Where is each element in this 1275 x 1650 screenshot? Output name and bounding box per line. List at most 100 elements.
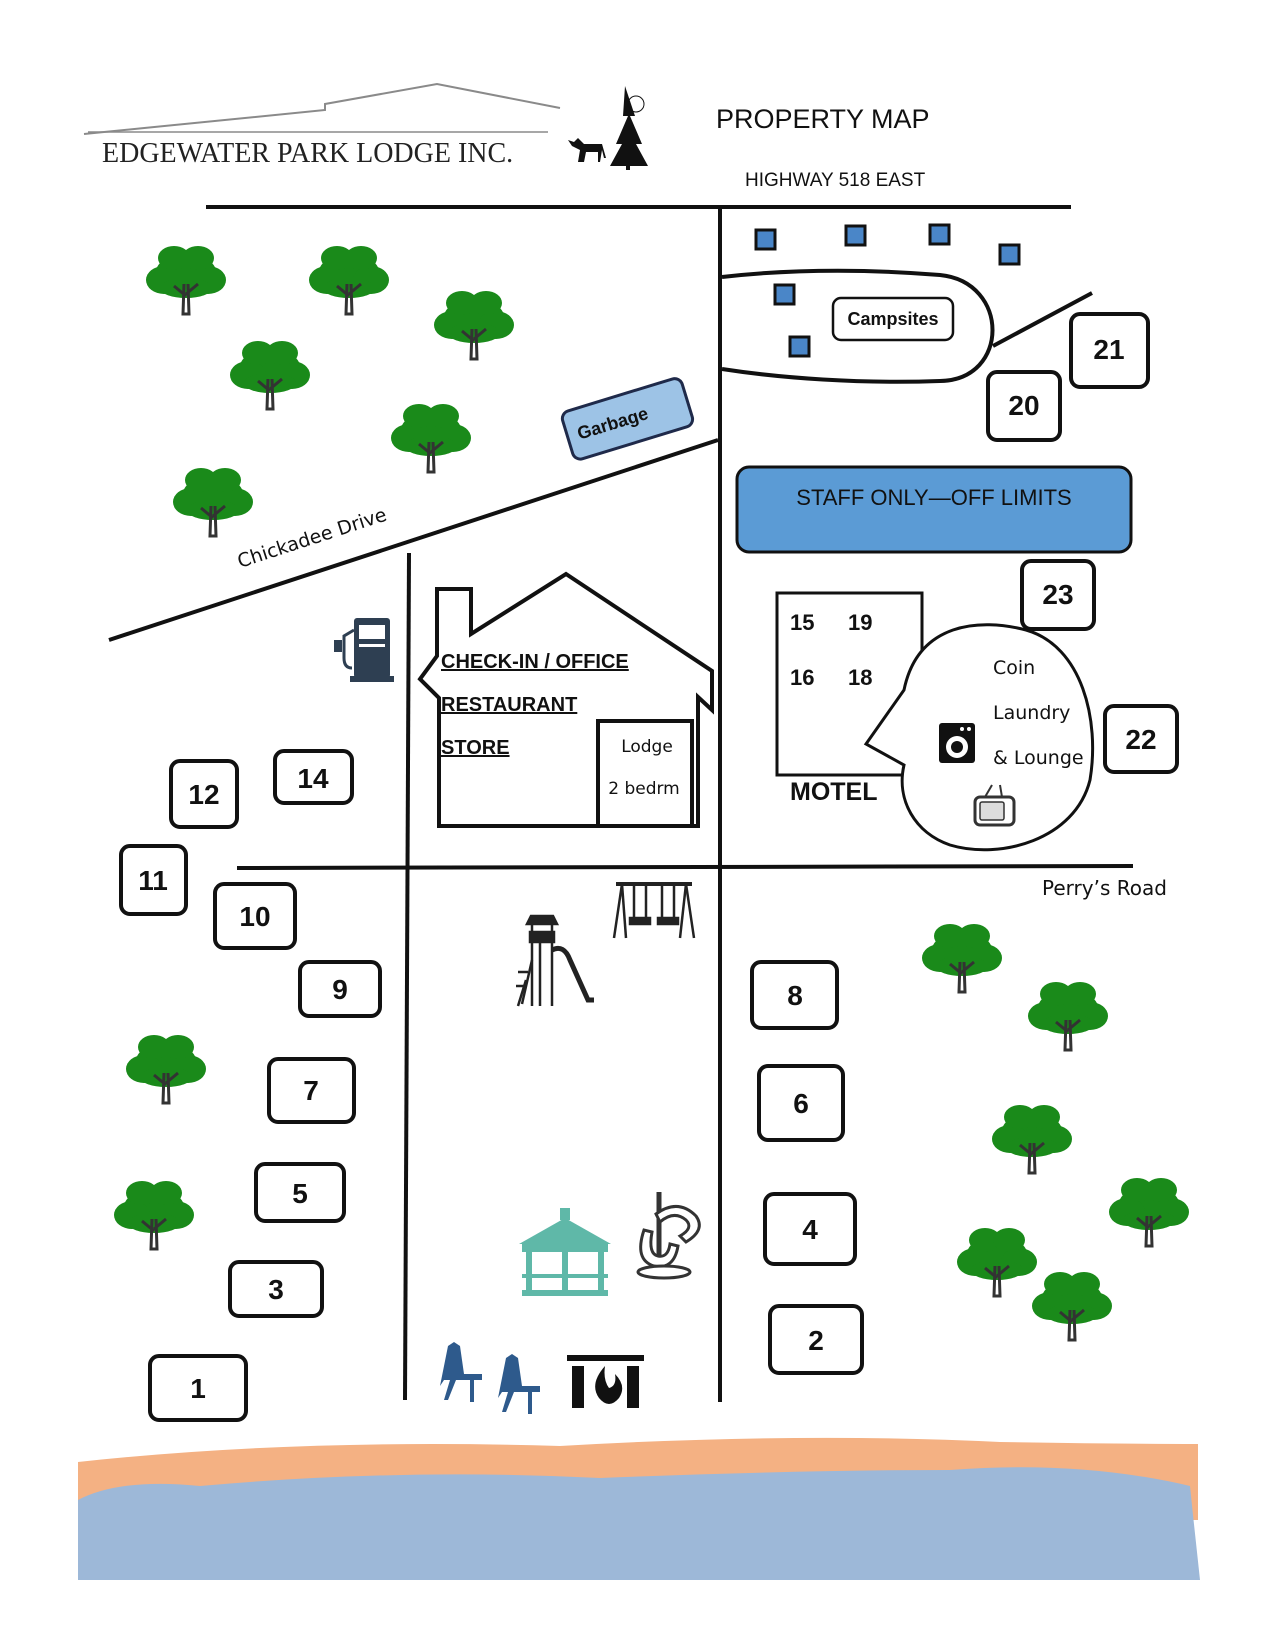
- staff-only-label: STAFF ONLY—OFF LIMITS: [796, 485, 1071, 510]
- lodge-label: Lodge: [621, 737, 673, 757]
- cabin-23[interactable]: 23: [1020, 559, 1096, 631]
- shoreline: [78, 1437, 1200, 1580]
- swing-set-icon[interactable]: [612, 882, 696, 939]
- cabin-11-number: 11: [138, 865, 168, 896]
- tree-icon: [146, 246, 226, 316]
- motel-unit-19[interactable]: 19: [848, 610, 872, 635]
- perrys-road: [236, 864, 1134, 870]
- playground-slide-icon[interactable]: [516, 914, 594, 1007]
- map-title: PROPERTY MAP: [716, 104, 930, 134]
- tree-icon: [230, 341, 310, 411]
- cabin-2-number: 2: [808, 1325, 824, 1356]
- cabin-14-number: 14: [297, 763, 329, 794]
- campsite-loop: [721, 268, 995, 384]
- company-logo: EDGEWATER PARK LODGE INC.: [83, 82, 648, 170]
- cabin-1-number: 1: [190, 1373, 206, 1404]
- campsite-marker[interactable]: [754, 228, 777, 251]
- campsite-marker[interactable]: [844, 224, 867, 247]
- office-label-restaurant: RESTAURANT: [441, 694, 577, 716]
- tree-icon: [1028, 982, 1108, 1052]
- lake-water: [78, 1467, 1200, 1580]
- tree-icon: [391, 404, 471, 474]
- pine-tree-icon: [610, 86, 648, 170]
- cabin-3[interactable]: 3: [228, 1260, 324, 1318]
- office-label-checkin: CHECK-IN / OFFICE: [441, 651, 629, 673]
- adirondack-chairs-icon[interactable]: [440, 1342, 540, 1414]
- motel-unit-16[interactable]: 16: [790, 665, 814, 690]
- cabin-11[interactable]: 11: [119, 844, 188, 916]
- roads: [108, 205, 1134, 1402]
- cabin-20[interactable]: 20: [986, 370, 1062, 442]
- chickadee-drive-label: Chickadee Drive: [235, 504, 390, 573]
- chickadee-drive-road: [108, 438, 719, 642]
- laundry-label-coin: Coin: [993, 657, 1035, 679]
- lodge-bedrooms-label: 2 bedrm: [608, 779, 680, 799]
- horseshoe-pit-icon[interactable]: [636, 1192, 701, 1280]
- tree-icon: [922, 924, 1002, 994]
- cabin-22-number: 22: [1125, 724, 1156, 755]
- tv-icon: [973, 784, 1016, 827]
- fuel-pump-icon[interactable]: [334, 618, 394, 682]
- cabin-22[interactable]: 22: [1103, 704, 1179, 774]
- cabin-9-number: 9: [332, 974, 348, 1005]
- tree-icon: [992, 1105, 1072, 1175]
- motel-unit-15[interactable]: 15: [790, 610, 814, 635]
- cabin-5[interactable]: 5: [254, 1162, 346, 1223]
- cabin-20-number: 20: [1008, 390, 1039, 421]
- tree-icon: [173, 468, 253, 538]
- moose-icon: [568, 138, 606, 162]
- campsite-spur: [992, 291, 1093, 348]
- campsites-label: Campsites: [847, 309, 938, 329]
- tree-icon: [309, 246, 389, 316]
- cabin-10-number: 10: [239, 901, 270, 932]
- highway-label: HIGHWAY 518 EAST: [745, 170, 926, 191]
- cabin-5-number: 5: [292, 1178, 308, 1209]
- lodge-unit[interactable]: Lodge 2 bedrm: [596, 719, 694, 828]
- cabin-23-number: 23: [1042, 579, 1073, 610]
- cabin-14[interactable]: 14: [273, 749, 354, 805]
- tree-icon: [126, 1035, 206, 1105]
- cabin-4[interactable]: 4: [763, 1192, 857, 1266]
- tree-icon: [1109, 1178, 1189, 1248]
- motel-label: MOTEL: [790, 778, 878, 806]
- cabin-8[interactable]: 8: [750, 960, 839, 1030]
- fire-pit-icon[interactable]: [567, 1355, 644, 1408]
- campsite-marker[interactable]: [998, 243, 1021, 266]
- garbage-area[interactable]: Garbage: [560, 377, 695, 461]
- perrys-road-label: Perry’s Road: [1042, 876, 1167, 900]
- cabin-4-number: 4: [802, 1214, 818, 1245]
- campsite-marker[interactable]: [788, 335, 811, 358]
- cabin-21-number: 21: [1093, 334, 1124, 365]
- campsite-markers: [754, 223, 1021, 358]
- tree-icon: [1032, 1272, 1112, 1342]
- laundry-lounge[interactable]: Coin Laundry & Lounge: [863, 623, 1095, 852]
- cabin-10[interactable]: 10: [213, 882, 297, 950]
- cabin-markers: 1 2 3 4 5 6 7 8: [119, 312, 1179, 1422]
- cabin-6-number: 6: [793, 1088, 809, 1119]
- campsite-marker[interactable]: [928, 223, 951, 246]
- cabin-12-number: 12: [188, 779, 219, 810]
- cabin-21[interactable]: 21: [1069, 312, 1150, 389]
- cabin-8-number: 8: [787, 980, 803, 1011]
- cabin-6[interactable]: 6: [757, 1064, 845, 1142]
- campsites-box[interactable]: [831, 296, 955, 342]
- cabin-7[interactable]: 7: [267, 1057, 356, 1124]
- gazebo-icon[interactable]: [519, 1208, 611, 1296]
- washing-machine-icon: [939, 723, 975, 763]
- laundry-label-lounge: & Lounge: [993, 747, 1084, 769]
- tree-icon: [957, 1228, 1037, 1298]
- tree-icon: [114, 1181, 194, 1251]
- cabin-9[interactable]: 9: [298, 960, 382, 1018]
- tree-icon: [434, 291, 514, 361]
- campsite-marker[interactable]: [773, 283, 796, 306]
- cabin-12[interactable]: 12: [169, 759, 239, 829]
- cabin-2[interactable]: 2: [768, 1304, 864, 1375]
- motel-unit-18[interactable]: 18: [848, 665, 872, 690]
- cabin-1[interactable]: 1: [148, 1354, 248, 1422]
- cabin-3-number: 3: [268, 1274, 284, 1305]
- trees: [114, 246, 1189, 1342]
- office-label-store: STORE: [441, 737, 510, 759]
- office-road-vertical: [403, 552, 411, 1401]
- staff-only-area: [735, 465, 1133, 554]
